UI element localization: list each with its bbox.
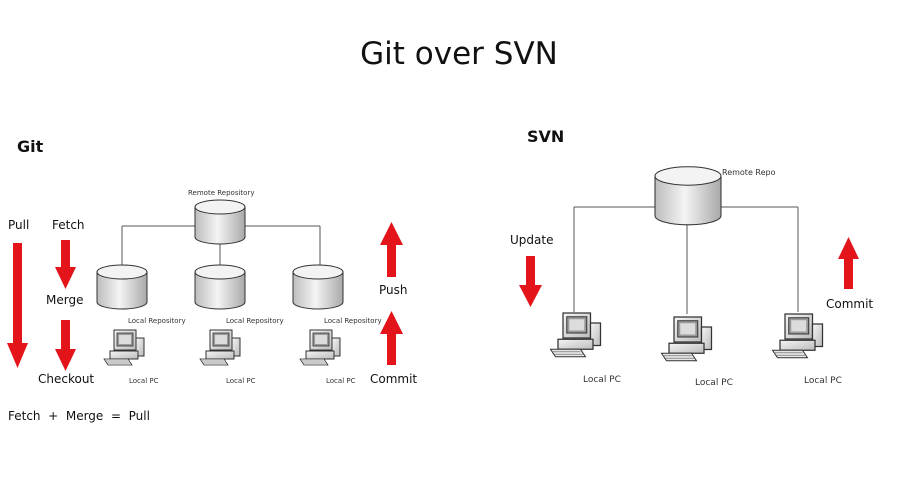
git-local-pc-icon-3 [299, 329, 341, 366]
fetch-merge-pull-formula: Fetch + Merge = Pull [8, 409, 150, 423]
git-local-pc-label-3: Local PC [326, 377, 356, 385]
git-local-pc-icon-1 [103, 329, 145, 366]
push-arrow-icon [380, 222, 403, 277]
git-remote-repository-icon [194, 199, 246, 245]
checkout-label: Checkout [38, 372, 95, 386]
git-commit-arrow-icon [380, 311, 403, 365]
git-local-pc-label-2: Local PC [226, 377, 256, 385]
svn-remote-repo-label: Remote Repo [722, 168, 776, 177]
svn-heading: SVN [527, 127, 565, 146]
checkout-arrow-icon [55, 320, 76, 371]
git-local-repository-icon-3 [292, 264, 344, 310]
git-arrows [7, 222, 403, 371]
fetch-arrow-icon [55, 240, 76, 289]
push-label: Push [379, 283, 408, 297]
git-local-repository-label-2: Local Repository [226, 317, 284, 325]
git-remote-repository-label: Remote Repository [188, 189, 255, 197]
git-commit-label: Commit [370, 372, 418, 386]
git-local-repository-icon-2 [194, 264, 246, 310]
update-arrow-icon [519, 256, 542, 307]
git-local-repository-label-3: Local Repository [324, 317, 382, 325]
svn-commit-label: Commit [826, 297, 874, 311]
pull-label: Pull [8, 218, 30, 232]
svn-arrows [519, 237, 859, 307]
svn-local-pc-icon-1 [549, 312, 602, 358]
pull-arrow-icon [7, 243, 28, 368]
git-heading: Git [17, 137, 44, 156]
merge-label: Merge [46, 293, 84, 307]
fetch-label: Fetch [52, 218, 85, 232]
update-label: Update [510, 233, 554, 247]
git-local-pc-label-1: Local PC [129, 377, 159, 385]
svn-local-pc-icon-2 [660, 316, 713, 362]
svn-local-pc-icon-3 [771, 313, 824, 359]
svn-remote-repo-icon [654, 166, 722, 226]
svn-local-pc-label-3: Local PC [804, 376, 842, 386]
git-local-repository-label-1: Local Repository [128, 317, 186, 325]
git-local-repository-icon-1 [96, 264, 148, 310]
git-local-pc-icon-2 [199, 329, 241, 366]
page-title: Git over SVN [360, 36, 558, 72]
svn-local-pc-label-2: Local PC [695, 378, 733, 388]
svn-local-pc-label-1: Local PC [583, 375, 621, 385]
svn-commit-arrow-icon [838, 237, 859, 289]
